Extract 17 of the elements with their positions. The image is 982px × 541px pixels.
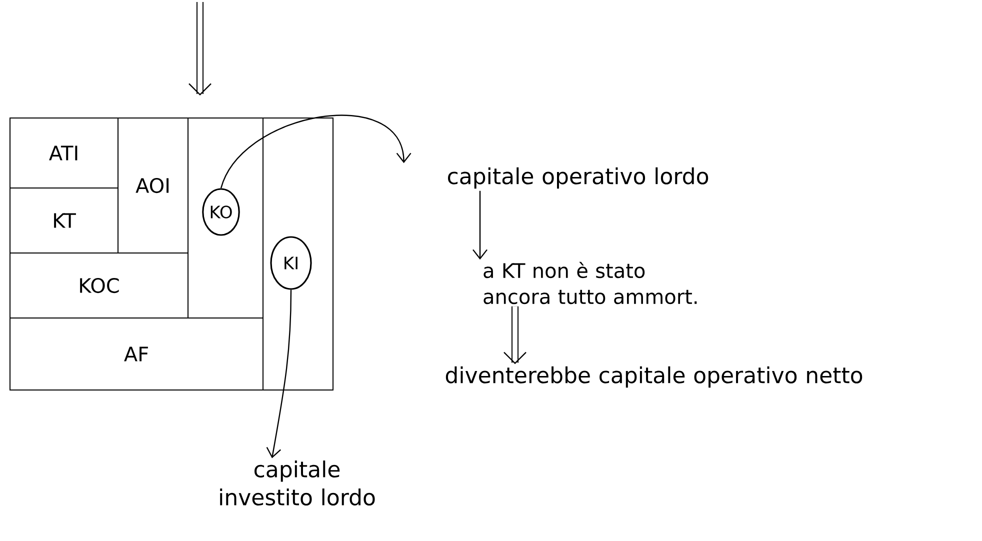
handwritten-note: diventerebbe capitale operativo netto [446,366,862,388]
table-cell: KT [10,188,118,254]
handwritten-note: capitale operativo lordo [448,167,708,189]
arrow [266,290,292,458]
arrow [472,190,488,260]
table-cell: ATI [10,118,118,188]
arrow [188,2,212,96]
handwritten-note: a KT non è stato ancora tutto ammort. [484,262,697,304]
table-cell [188,118,264,318]
handwritten-note: capitale investito lordo [220,460,375,506]
arrow [220,114,412,188]
arrow [504,306,526,364]
circled-label: KI [270,236,312,290]
table-cell: AOI [118,118,188,254]
circled-label: KO [202,188,240,236]
table-cell: AF [10,318,264,390]
table-cell: KOC [10,252,188,318]
